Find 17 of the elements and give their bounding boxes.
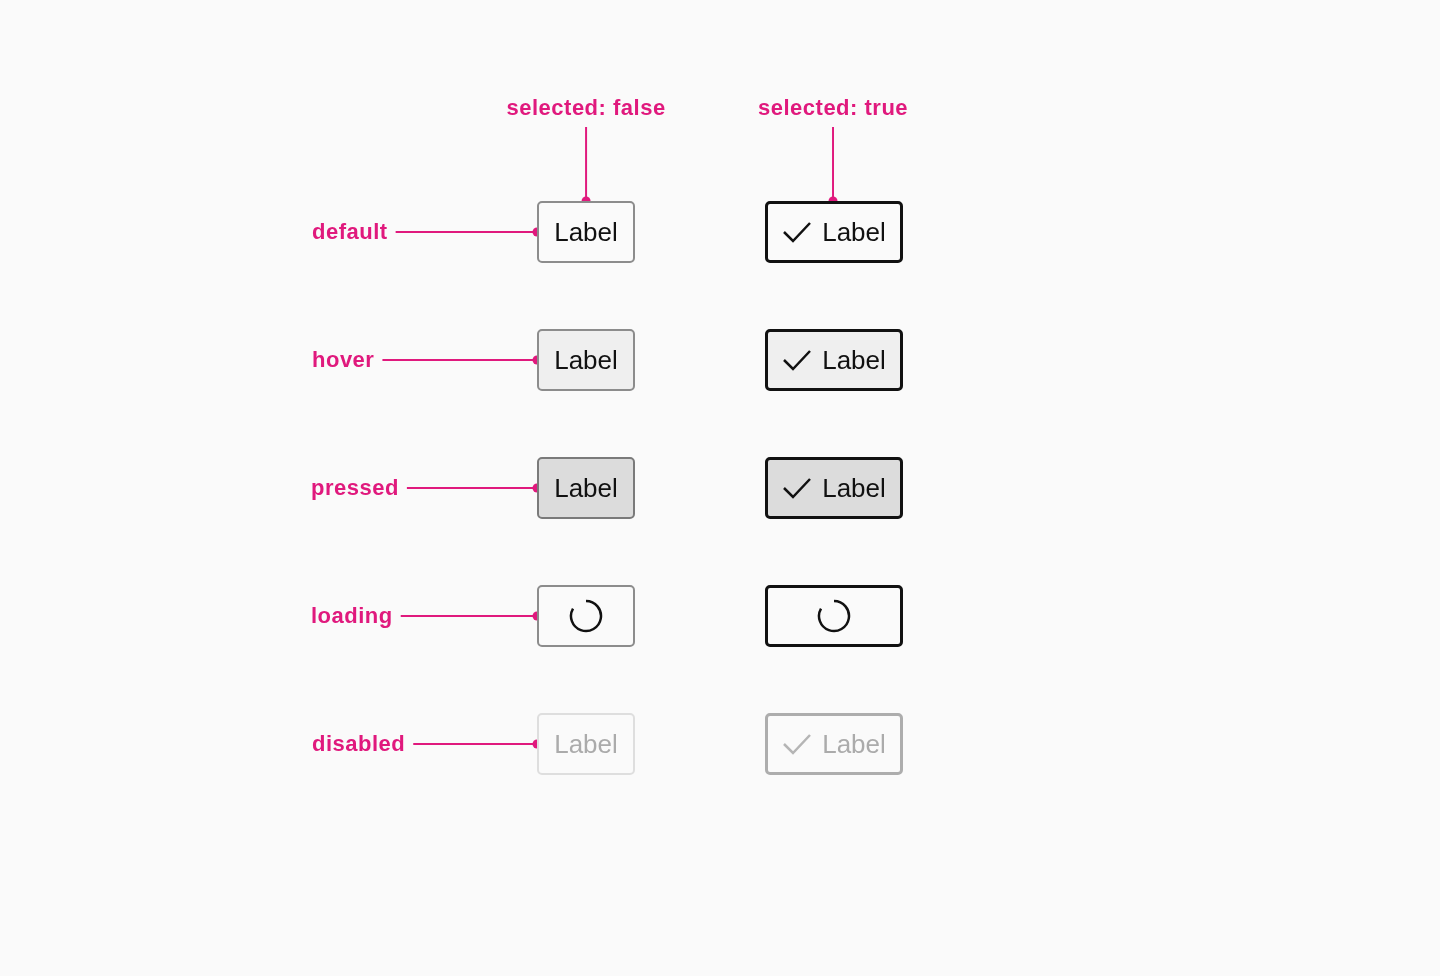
toggle-button [765,585,903,647]
state-label: selected: false [506,93,666,123]
toggle-button: Label [537,201,635,263]
state-label: disabled [312,729,406,759]
toggle-button: Label [765,201,903,263]
state-label: pressed [311,473,399,503]
toggle-button: Label [537,713,635,775]
toggle-button: Label [765,329,903,391]
toggle-button: Label [765,457,903,519]
state-label: default [312,217,388,247]
state-label: selected: true [758,93,909,123]
state-label: hover [312,345,375,375]
state-label: loading [311,601,393,631]
toggle-button: Label [537,329,635,391]
toggle-button: Label [537,457,635,519]
toggle-button [537,585,635,647]
toggle-button: Label [765,713,903,775]
